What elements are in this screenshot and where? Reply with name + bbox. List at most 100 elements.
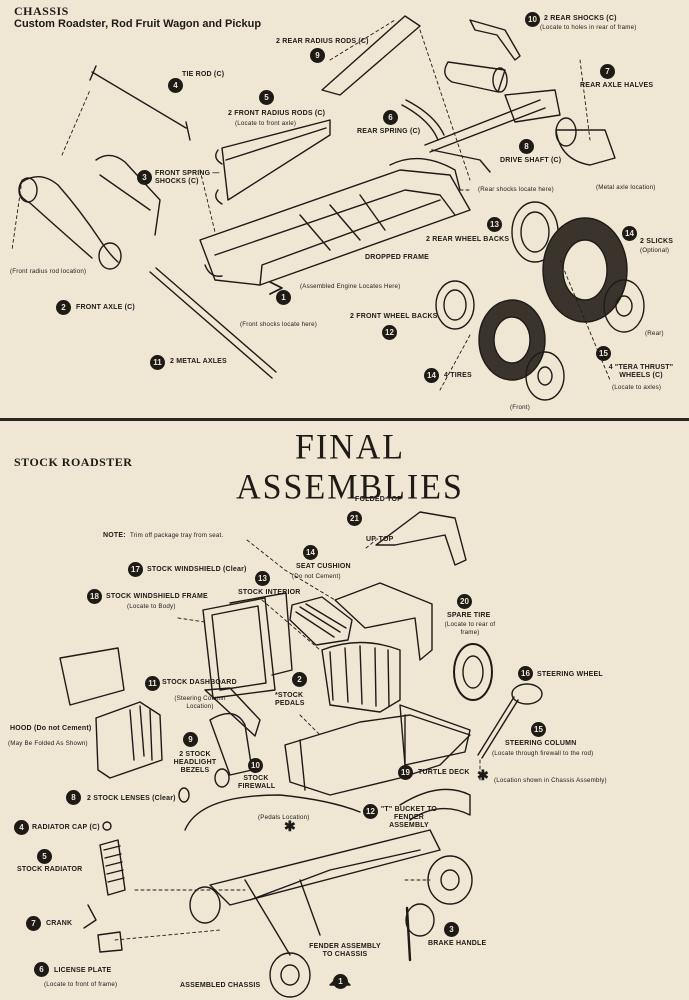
callout-number: 12 xyxy=(382,325,397,340)
callout-label: STOCK FIREWALL xyxy=(238,775,276,790)
brake-handle-drawing xyxy=(405,906,412,962)
steering-column-drawing xyxy=(477,696,519,759)
callout-number: 16 xyxy=(518,666,533,681)
callout-label: STEERING WHEEL xyxy=(537,671,603,678)
callout-number: 10 xyxy=(248,758,263,773)
callout-note: (Locate to holes in rear of frame) xyxy=(540,24,637,31)
callout-number: 11 xyxy=(150,355,165,370)
rear-spring-drawing xyxy=(401,99,445,141)
callout-number: 5 xyxy=(37,849,52,864)
final-assemblies-heading: FINAL ASSEMBLIES xyxy=(236,428,464,507)
crank-drawing xyxy=(83,904,97,929)
callout-number: 14 xyxy=(303,545,318,560)
callout-number: 18 xyxy=(87,589,102,604)
callout-number: 1 xyxy=(333,974,348,989)
callout-label: 2 METAL AXLES xyxy=(170,358,227,365)
chassis-subtitle: Custom Roadster, Rod Fruit Wagon and Pic… xyxy=(14,18,262,30)
slick-drawing xyxy=(542,217,645,333)
callout-label: 2 SLICKS xyxy=(640,238,674,245)
callout-label: 4 TIRES xyxy=(444,372,472,379)
callout-number: 7 xyxy=(600,64,615,79)
callout-label: FRONT AXLE (C) xyxy=(76,304,135,311)
note-text: Trim off package tray from seat. xyxy=(130,532,224,539)
up-top-drawing xyxy=(334,582,433,661)
callout-number: 12 xyxy=(363,804,378,819)
asterisk-icon: ✱ xyxy=(284,818,296,834)
fender-drawing xyxy=(184,794,361,831)
callout-note: (Do not Cement) xyxy=(292,573,341,580)
callout-label: 2 REAR WHEEL BACKS xyxy=(426,236,510,243)
callout-number: 13 xyxy=(255,571,270,586)
callout-number: 15 xyxy=(596,346,611,361)
callout-label: FENDER ASSEMBLY TO CHASSIS xyxy=(309,943,381,958)
front-note: (Front) xyxy=(510,404,530,411)
callout-number: 19 xyxy=(398,765,413,780)
callout-label: TIE ROD (C) xyxy=(182,71,225,78)
callout-note: (Optional) xyxy=(640,247,670,254)
callout-label: BRAKE HANDLE xyxy=(428,940,487,947)
callout-number: 9 xyxy=(310,48,325,63)
turtle-deck-drawing xyxy=(399,704,471,766)
callout-label: HOOD (Do not Cement) xyxy=(10,725,92,732)
callout-label: 4 "TERA THRUST" WHEELS (C) xyxy=(608,364,674,379)
callout-number: 10 xyxy=(525,12,540,27)
metal-axle-note: (Metal axle location) xyxy=(596,184,656,191)
callout-number: 2 xyxy=(292,672,307,687)
callout-number: 3 xyxy=(137,170,152,185)
callout-number: 4 xyxy=(168,78,183,93)
seat-cushion-drawing xyxy=(289,596,353,646)
stock-interior-drawing xyxy=(321,641,401,713)
folded-top-drawing xyxy=(375,511,467,566)
assembled-chassis-drawing xyxy=(189,829,473,998)
callout-label: DRIVE SHAFT (C) xyxy=(500,157,562,164)
license-plate-drawing xyxy=(97,931,123,953)
stock-roadster-heading: STOCK ROADSTER xyxy=(14,455,133,469)
front-radius-note: (Front radius rod location) xyxy=(10,268,87,275)
callout-number: 4 xyxy=(14,820,29,835)
callout-label: FRONT SPRING —SHOCKS (C) xyxy=(155,170,220,185)
engine-note: (Assembled Engine Locates Here) xyxy=(300,283,401,290)
callout-number: 6 xyxy=(34,962,49,977)
chassis-heading: CHASSIS xyxy=(14,4,69,18)
callout-number: 15 xyxy=(531,722,546,737)
callout-label: *STOCK PEDALS xyxy=(275,692,305,707)
rear-shocks-note: (Rear shocks locate here) xyxy=(478,186,554,193)
callout-note: (Locate to rear of frame) xyxy=(444,621,496,636)
headlight-bezel-drawing xyxy=(214,768,230,788)
callout-label: ASSEMBLED CHASSIS xyxy=(180,982,261,989)
callout-label: 2 FRONT WHEEL BACKS xyxy=(350,313,438,320)
callout-label: 2 FRONT RADIUS RODS (C) xyxy=(228,110,326,117)
callout-label: TURTLE DECK xyxy=(418,769,470,776)
asterisk-icon: ✱ xyxy=(477,767,489,783)
callout-label: STOCK DASHBOARD xyxy=(162,679,237,686)
callout-number: 9 xyxy=(183,732,198,747)
tire-drawing xyxy=(478,299,565,401)
callout-label: SPARE TIRE xyxy=(447,612,491,619)
callout-label: STOCK WINDSHIELD FRAME xyxy=(106,593,208,600)
radiator-cap-drawing xyxy=(102,821,112,831)
callout-number: 14 xyxy=(424,368,439,383)
callout-number: 14 xyxy=(622,226,637,241)
front-shocks-note: (Front shocks locate here) xyxy=(240,321,318,328)
dashboard-drawing xyxy=(204,687,261,737)
callout-number: 13 xyxy=(487,217,502,232)
hood-top-drawing xyxy=(59,647,125,706)
callout-label: STEERING COLUMN xyxy=(505,740,577,747)
callout-label: STOCK RADIATOR xyxy=(17,866,83,873)
callout-number: 3 xyxy=(444,922,459,937)
front-radius-rods-drawing xyxy=(221,119,331,201)
steering-wheel-drawing xyxy=(511,683,543,705)
callout-number: 2 xyxy=(56,300,71,315)
callout-label: STOCK INTERIOR xyxy=(238,589,301,596)
callout-label: 2 STOCK HEADLIGHT BEZELS xyxy=(173,751,217,774)
t-bucket-body-drawing xyxy=(284,714,471,796)
callout-note: (Locate to Body) xyxy=(127,603,176,610)
rear-axle-halves-drawing xyxy=(444,61,506,93)
callout-number: 17 xyxy=(128,562,143,577)
callout-label: REAR SPRING (C) xyxy=(357,128,421,135)
callout-note: (Locate to axles) xyxy=(612,384,662,391)
dropped-frame-drawing xyxy=(199,157,471,286)
front-axle-drawing xyxy=(21,176,119,263)
note-label: NOTE: xyxy=(103,532,126,539)
callout-label: 2 REAR RADIUS RODS (C) xyxy=(276,38,369,45)
